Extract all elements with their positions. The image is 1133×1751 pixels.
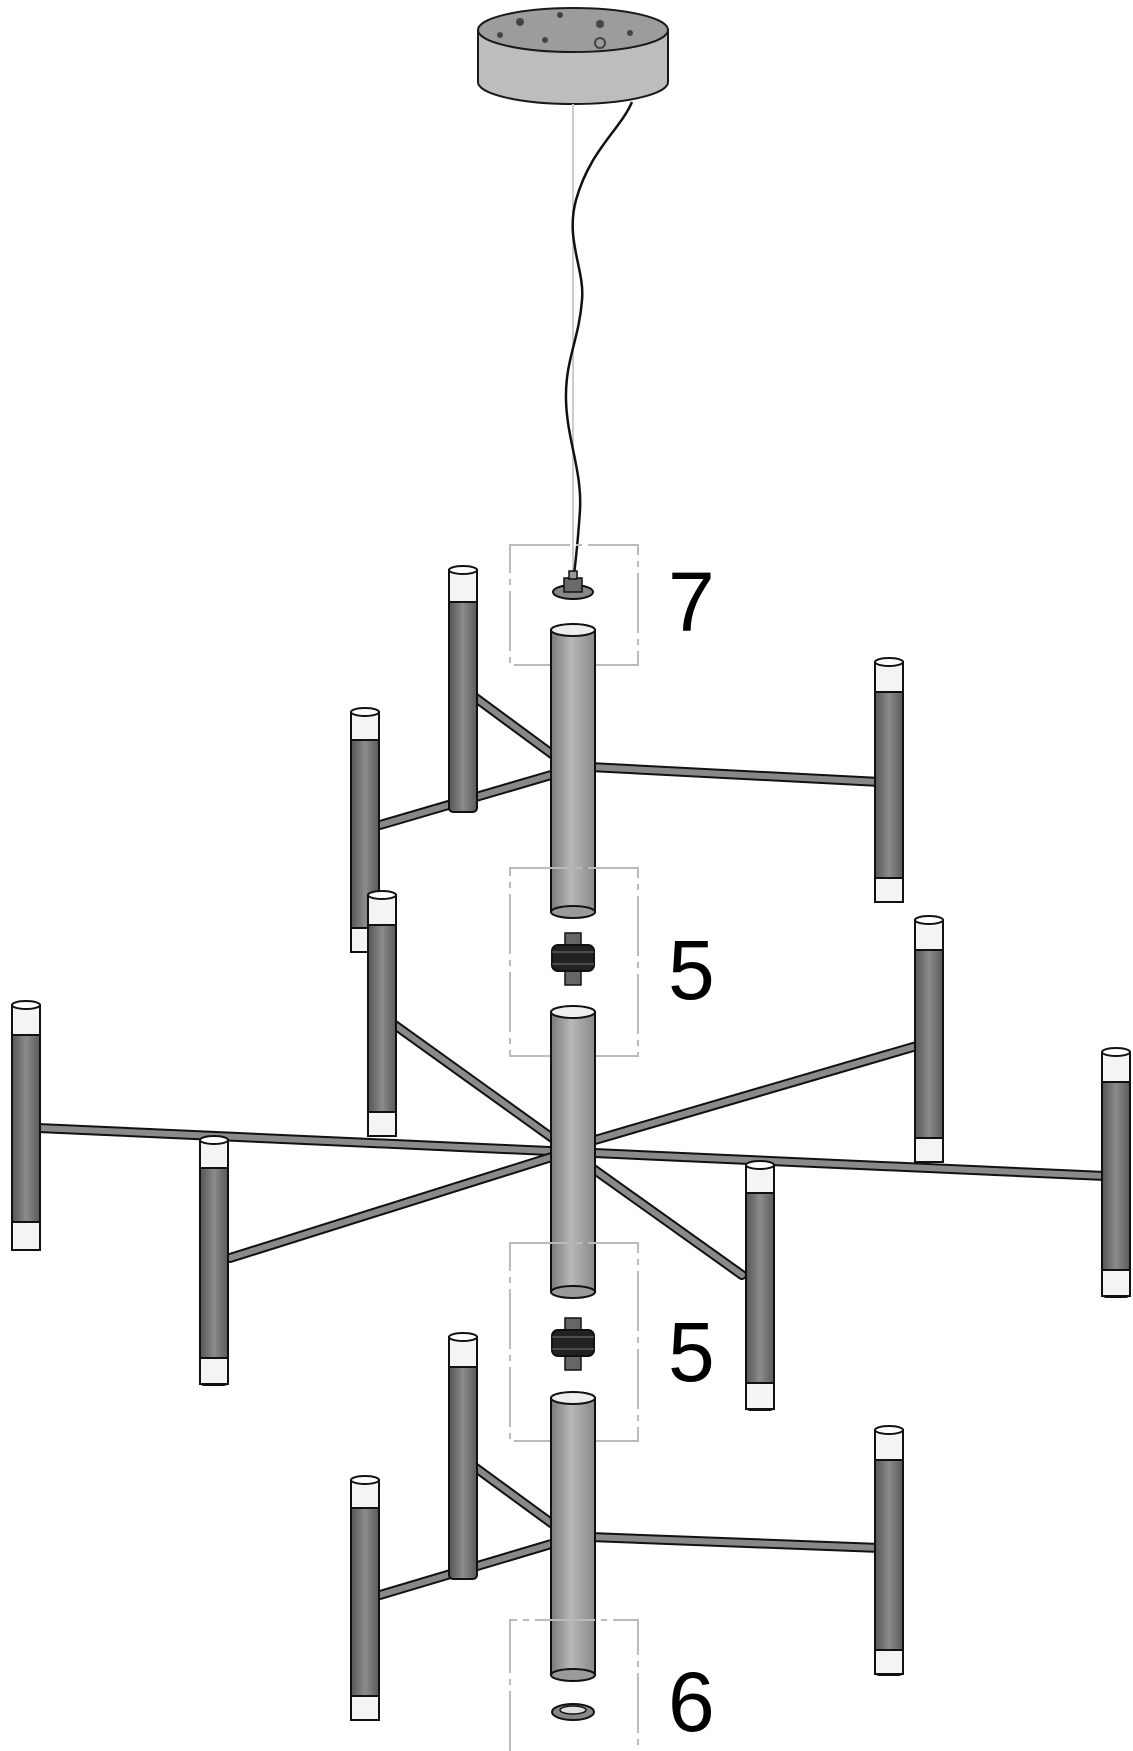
upper-candle-1 xyxy=(448,565,478,813)
middle-candle-1 xyxy=(11,1000,41,1251)
middle-candle-3 xyxy=(199,1135,229,1386)
upper-candle-3 xyxy=(874,657,904,903)
lower-candle-2 xyxy=(350,1475,380,1721)
end-cap-washer xyxy=(551,1703,595,1721)
ceiling-canopy xyxy=(477,7,669,105)
lower-candle-1 xyxy=(448,1332,478,1580)
lower-tier xyxy=(350,1332,904,1721)
lower-candle-3 xyxy=(874,1425,904,1676)
callout-label-7: 7 xyxy=(668,555,715,649)
callout-label-5-upper: 5 xyxy=(668,923,715,1017)
coupling-nut-upper xyxy=(551,932,595,986)
coupling-nut-lower xyxy=(551,1317,595,1371)
callout-label-6: 6 xyxy=(668,1655,715,1749)
middle-candle-2 xyxy=(367,890,397,1137)
middle-candle-6 xyxy=(1101,1047,1131,1298)
callout-label-5-lower: 5 xyxy=(668,1305,715,1399)
middle-tier xyxy=(11,890,1131,1411)
power-cable xyxy=(564,101,634,583)
middle-candle-4 xyxy=(914,915,944,1163)
cable-grip-nut xyxy=(552,570,594,600)
upper-tier xyxy=(350,565,904,953)
detail-box-6 xyxy=(509,1619,639,1751)
middle-candle-5 xyxy=(745,1160,775,1411)
